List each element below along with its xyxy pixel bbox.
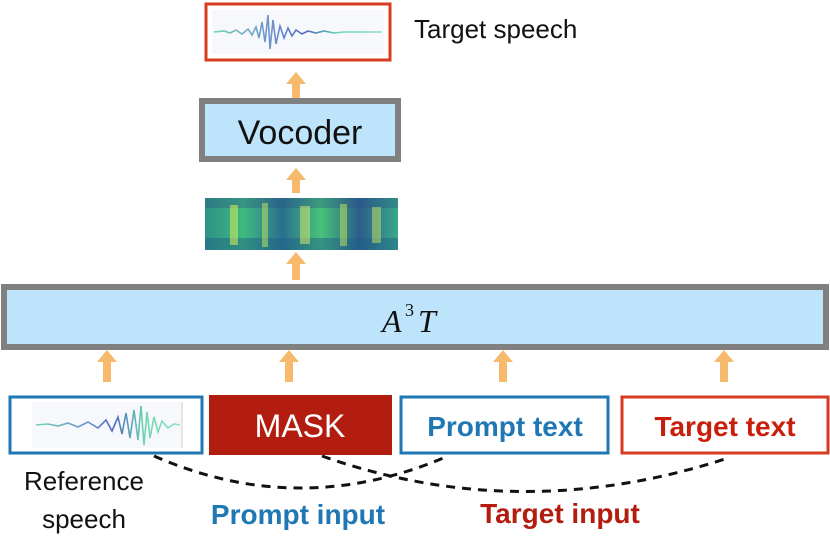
mask-box	[209, 395, 392, 455]
target-speech-label: Target speech	[414, 14, 577, 44]
up-arrow-icon	[97, 350, 117, 382]
up-arrow-icon	[493, 350, 513, 382]
prompt-text-label: Prompt text	[427, 411, 583, 442]
a3t-model-block: A 3 T	[1, 284, 829, 350]
vocoder-block: Vocoder	[199, 98, 401, 162]
vocoder-label: Vocoder	[238, 114, 363, 152]
target-text-label: Target text	[654, 411, 795, 442]
target-text-box	[620, 395, 830, 455]
up-arrow-icon	[279, 350, 299, 382]
up-arrow-icon	[714, 350, 734, 382]
target-text-input: Target text	[620, 395, 830, 455]
prompt-text-input: Prompt text	[399, 395, 610, 455]
vocoder-box	[199, 98, 401, 162]
up-arrow-icon	[286, 72, 306, 98]
target-input-label: Target input	[480, 498, 640, 529]
waveform-icon	[32, 402, 183, 448]
mask-label: MASK	[255, 408, 346, 444]
a3t-tail-label: T	[418, 303, 438, 339]
reference-label-line1: Reference	[24, 466, 144, 496]
up-arrow-icon	[286, 168, 306, 193]
mask-input: MASK	[209, 395, 392, 455]
reference-label-line2: speech	[42, 504, 126, 534]
up-arrow-icon	[286, 252, 306, 280]
waveform-icon	[212, 10, 384, 54]
prompt-input-label: Prompt input	[211, 499, 385, 530]
target-input-bracket	[321, 454, 729, 493]
prompt-input-bracket	[153, 454, 449, 490]
target-speech-output: Target speech	[204, 2, 577, 62]
reference-speech-input	[8, 395, 204, 455]
a3t-model-box	[1, 284, 829, 350]
a3t-sup-label: 3	[405, 300, 414, 320]
prompt-text-box	[399, 395, 610, 455]
spectrogram-icon	[205, 198, 398, 250]
a3t-base-label: A	[380, 303, 402, 339]
